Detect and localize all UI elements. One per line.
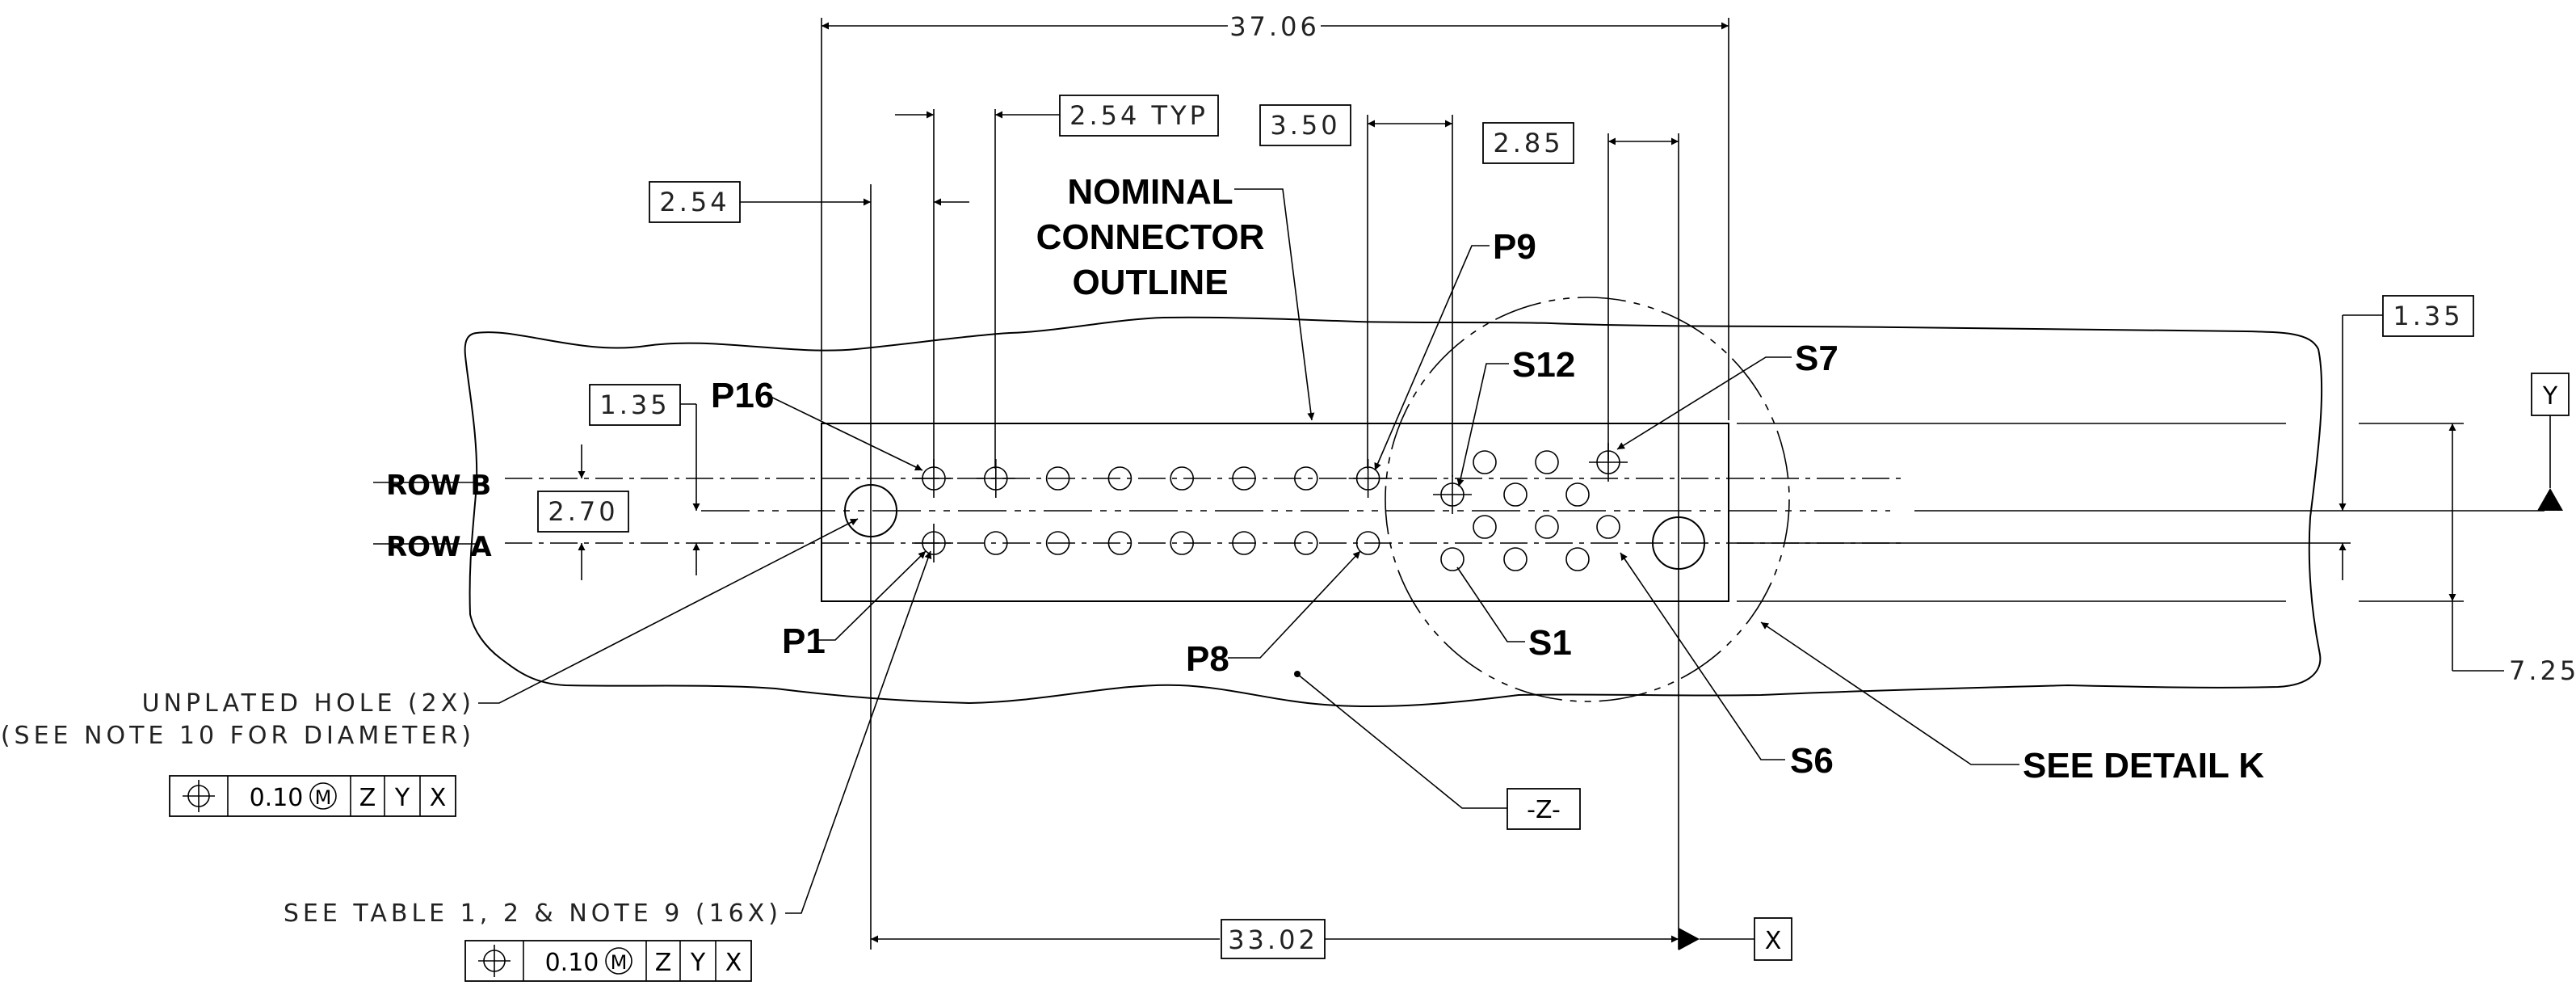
signal-hole [1440, 547, 1464, 571]
datum-z-leader [1296, 673, 1507, 809]
signal-hole [1503, 547, 1528, 571]
dim-typ-label: 2.54 TYP [1069, 100, 1208, 131]
pin-hole-row-a [1294, 531, 1318, 555]
label-s7: S7 [1795, 339, 1838, 378]
note-unplated-line2: (SEE NOTE 10 FOR DIAMETER) [1, 722, 475, 750]
fcf-top-datum1: Z [359, 784, 376, 812]
pin-hole-row-a [984, 531, 1008, 555]
pin-hole-row-a [1170, 531, 1194, 555]
dim-overall-label: 37.06 [1229, 11, 1320, 42]
leader-s7 [1616, 356, 1792, 450]
callout-line-2: CONNECTOR [1036, 217, 1265, 257]
label-p8: P8 [1186, 639, 1229, 679]
dim-signal-label: 2.85 [1493, 128, 1563, 158]
leader-s6 [1620, 552, 1785, 760]
pin-hole-row-a [1232, 531, 1256, 555]
board-outline [464, 316, 2323, 708]
dim-row-offset-right-label: 1.35 [2393, 301, 2463, 331]
signal-hole [1535, 515, 1559, 539]
fcf-top-modifier: M [315, 786, 332, 809]
mmc-modifier-icon [605, 947, 632, 975]
dim-height-label: 7.25 [2509, 655, 2576, 686]
label-p1: P1 [782, 621, 826, 661]
signal-hole [1503, 482, 1528, 507]
datum-y-triangle [2537, 488, 2563, 511]
note-see-table: SEE TABLE 1, 2 & NOTE 9 (16X) [284, 899, 782, 928]
pin-hole-row-a [1045, 531, 1070, 555]
dim-row-offset-right-box [2382, 295, 2474, 337]
fcf-bottom-datum2: Y [690, 949, 706, 977]
dim-gap-label: 3.50 [1270, 110, 1340, 141]
signal-hole [1565, 547, 1590, 571]
unplated-hole-left [844, 484, 897, 537]
fcf-top-datum2: Y [394, 784, 410, 812]
fcf-top-datum3: X [430, 784, 447, 812]
signal-hole [1535, 450, 1559, 474]
note-unplated-line1: UNPLATED HOLE (2X) [142, 689, 475, 718]
mmc-modifier-icon [309, 782, 337, 810]
pin-hole-row-b [1107, 466, 1133, 491]
dim-pitch-left-box [649, 181, 741, 223]
dim-signal-box [1482, 122, 1574, 164]
leader-p9 [1374, 245, 1490, 471]
leader-s1 [1456, 566, 1525, 642]
fcf-bottom-datum3: X [725, 949, 742, 977]
signal-hole [1473, 450, 1497, 474]
dim-row-spacing-box [537, 491, 629, 533]
datum-z-box [1507, 788, 1581, 830]
note-see-detail: SEE DETAIL K [2023, 746, 2264, 786]
datum-y-label: Y [2542, 382, 2558, 411]
signal-hole [1565, 482, 1590, 507]
pin-hole-row-b [1294, 466, 1318, 491]
dim-typ-box [1059, 95, 1219, 137]
dim-hole-spacing-label: 33.02 [1228, 925, 1318, 955]
label-row-b: ROW B [386, 470, 491, 502]
fcf-bottom-tolerance: 0.10 [545, 949, 599, 977]
dim-row-offset-left-label: 1.35 [599, 390, 670, 420]
leader-p8 [1228, 550, 1361, 659]
pin-hole-row-a [1107, 531, 1133, 555]
label-p9: P9 [1493, 227, 1536, 267]
datum-x-box [1754, 917, 1792, 961]
connector-outline [821, 423, 1729, 602]
leader-unplated [478, 518, 859, 704]
dim-hole-spacing-box [1221, 919, 1326, 959]
leader-s12 [1456, 363, 1509, 487]
pin-hole-row-b [1045, 466, 1070, 491]
fcf-top: 0.10 M Z Y X [169, 775, 456, 817]
pin-hole-row-b [1170, 466, 1194, 491]
label-row-a: ROW A [386, 531, 492, 563]
fcf-bottom-modifier: M [611, 951, 628, 974]
label-s1: S1 [1528, 623, 1572, 663]
callout-leader [1234, 188, 1315, 421]
label-p16: P16 [711, 376, 774, 415]
callout-line-1: NOMINAL [1067, 172, 1233, 212]
pin-holes [914, 443, 1628, 571]
fcf-bottom-datum1: Z [655, 949, 672, 977]
datum-x-triangle [1679, 928, 1700, 950]
fcf-top-tolerance: 0.10 [250, 784, 304, 812]
datum-z-label: -Z- [1527, 796, 1561, 824]
callout-line-3: OUTLINE [1072, 263, 1228, 302]
unplated-hole-right [1652, 516, 1705, 570]
leader-p16 [765, 394, 923, 471]
pin-hole-row-a [1355, 531, 1380, 555]
pin-hole-row-b [1232, 466, 1256, 491]
label-s6: S6 [1790, 741, 1834, 781]
dim-pitch-left-label: 2.54 [659, 187, 729, 217]
leader-see-table [785, 550, 932, 914]
dim-row-offset-left-box [589, 384, 681, 426]
dim-gap-box [1259, 104, 1351, 146]
datum-x-label: X [1765, 927, 1782, 955]
detail-k-circle [1385, 297, 1790, 702]
signal-hole [1596, 515, 1620, 539]
leader-see-detail [1760, 621, 2019, 765]
datum-y-box [2531, 373, 2570, 416]
leader-p1 [817, 550, 927, 641]
fcf-bottom: 0.10 M Z Y X [464, 940, 752, 982]
dim-row-spacing-label: 2.70 [548, 496, 618, 527]
label-s12: S12 [1512, 345, 1575, 385]
signal-hole [1473, 515, 1497, 539]
